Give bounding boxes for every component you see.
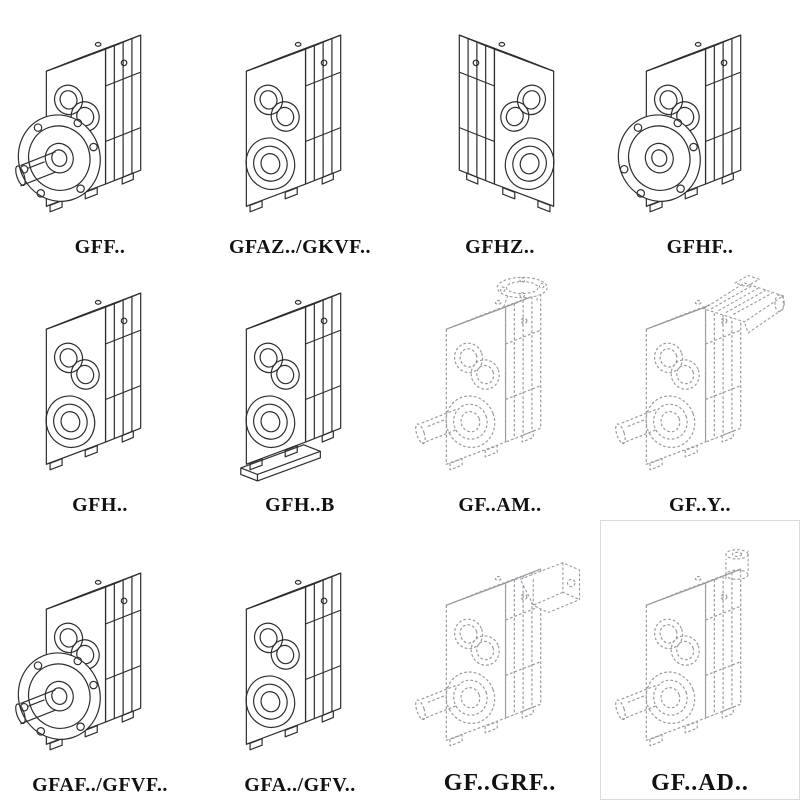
product-cell-gf-grf: GF..GRF.. <box>400 520 600 800</box>
gearbox-drawing-icon <box>6 34 142 213</box>
gearbox-hollow-drawing <box>2 268 198 492</box>
product-cell-gfhf: GFHF.. <box>600 0 800 262</box>
model-label: GFHF.. <box>666 236 734 258</box>
product-cell-gf-y: GF..Y.. <box>600 262 800 520</box>
product-cell-gff: GFF.. <box>0 0 200 262</box>
model-label: GFA../GFV.. <box>244 774 356 796</box>
gearbox-drawing-icon <box>38 292 142 471</box>
gearbox-drawing-icon <box>238 292 342 482</box>
gearbox-grf-adapter-drawing <box>402 544 598 768</box>
gearbox-with-motor-drawing <box>602 268 798 492</box>
product-cell-gfaf-gfvf: GFAF../GFVF.. <box>0 520 200 800</box>
model-label: GFH..B <box>265 494 335 516</box>
model-label: GF..GRF.. <box>443 769 557 796</box>
gearbox-drawing-icon <box>6 572 142 751</box>
gearbox-hollow-mirrored-drawing <box>402 10 598 234</box>
model-label: GFHZ.. <box>465 236 535 258</box>
gearbox-drawing-icon <box>613 274 785 471</box>
product-cell-gf-ad: GF..AD.. <box>600 520 800 800</box>
gearbox-foot-mounted-drawing <box>202 268 398 492</box>
gearbox-flange-shaft-drawing <box>2 10 198 234</box>
product-cell-gfh: GFH.. <box>0 262 200 520</box>
gearbox-drawing-icon <box>413 561 581 747</box>
gearbox-drawing-icon <box>238 34 342 213</box>
gearbox-flange-drawing <box>602 10 798 234</box>
gearbox-drawing-icon <box>606 34 742 213</box>
product-cell-gfa-gfv: GFA../GFV.. <box>200 520 400 800</box>
product-cell-gfh-b: GFH..B <box>200 262 400 520</box>
product-cell-gfhz: GFHZ.. <box>400 0 600 262</box>
model-label: GF..AD.. <box>651 769 749 796</box>
model-label: GFF.. <box>74 236 126 258</box>
gearbox-iec-adapter-drawing <box>402 268 598 492</box>
model-label: GF..Y.. <box>668 494 732 516</box>
gearbox-input-adapter-drawing <box>602 544 798 768</box>
product-cell-gfaz-gkvf: GFAZ../GKVF.. <box>200 0 400 262</box>
product-cell-gf-am: GF..AM.. <box>400 262 600 520</box>
gearbox-drawing-icon <box>458 34 562 213</box>
gearbox-hollow-drawing <box>202 548 398 772</box>
gearbox-drawing-icon <box>238 572 342 751</box>
gearbox-flange-shaft-drawing <box>2 548 198 772</box>
gearbox-drawing-icon <box>413 276 548 471</box>
model-label: GF..AM.. <box>458 494 542 516</box>
model-label: GFH.. <box>72 494 128 516</box>
model-label: GFAF../GFVF.. <box>32 774 168 796</box>
model-label: GFAZ../GKVF.. <box>228 236 372 258</box>
gearbox-hollow-drawing <box>202 10 398 234</box>
gearbox-drawing-icon <box>613 548 749 747</box>
